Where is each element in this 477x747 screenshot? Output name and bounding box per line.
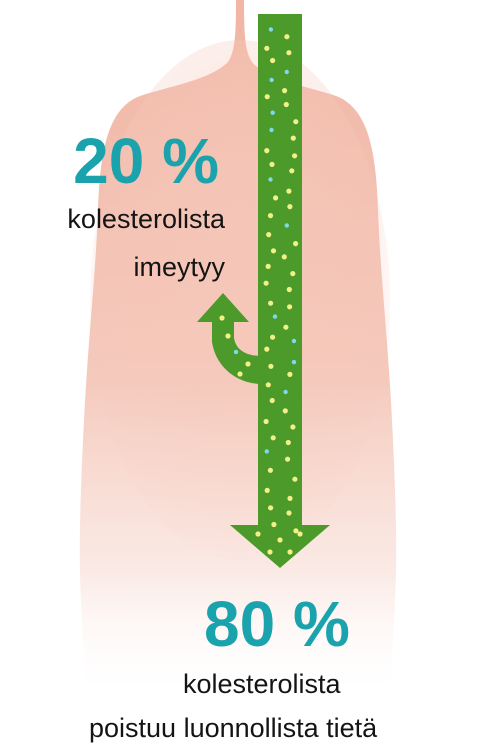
particle-yellow: [266, 232, 271, 237]
particle-blue: [283, 390, 287, 394]
particle-yellow: [292, 153, 297, 158]
particle-yellow: [285, 457, 290, 462]
particle-yellow: [245, 361, 250, 366]
particle-yellow: [270, 58, 275, 63]
particle-blue: [269, 128, 273, 132]
excreted-caption-line1: kolesterolista: [183, 671, 341, 698]
particle-blue: [285, 70, 289, 74]
particle-yellow: [283, 408, 288, 413]
particle-yellow: [268, 301, 273, 306]
particle-yellow: [264, 148, 269, 153]
particle-yellow: [287, 496, 292, 501]
particle-yellow: [283, 325, 288, 330]
particle-blue: [292, 339, 296, 343]
particle-yellow: [255, 531, 260, 536]
particle-yellow: [284, 34, 289, 39]
particle-blue: [269, 78, 273, 82]
particle-yellow: [266, 264, 271, 269]
absorbed-caption-line1: kolesterolista: [67, 206, 225, 233]
particle-blue: [292, 360, 296, 364]
particle-yellow: [225, 333, 230, 338]
absorbed-percentage: 20 %: [73, 129, 219, 193]
particle-yellow: [271, 248, 276, 253]
particle-yellow: [287, 204, 292, 209]
particle-yellow: [265, 488, 270, 493]
particle-yellow: [270, 335, 275, 340]
particle-blue: [234, 350, 238, 354]
particle-yellow: [266, 382, 271, 387]
particle-yellow: [264, 347, 269, 352]
particle-blue: [269, 27, 273, 31]
particle-yellow: [284, 102, 289, 107]
particle-yellow: [287, 372, 292, 377]
particle-yellow: [287, 304, 292, 309]
particle-blue: [265, 449, 269, 453]
particle-yellow: [286, 440, 291, 445]
particle-yellow: [264, 419, 269, 424]
particle-yellow: [267, 549, 272, 554]
particle-yellow: [293, 528, 298, 533]
particle-yellow: [292, 477, 297, 482]
particle-yellow: [290, 271, 295, 276]
particle-yellow: [289, 168, 294, 173]
particle-blue: [268, 177, 272, 181]
particle-yellow: [268, 364, 273, 369]
particle-yellow: [268, 213, 273, 218]
particle-yellow: [287, 549, 292, 554]
particle-yellow: [293, 119, 298, 124]
particle-yellow: [293, 241, 298, 246]
particle-yellow: [268, 505, 273, 510]
particle-yellow: [282, 254, 287, 259]
particle-yellow: [297, 531, 302, 536]
particle-yellow: [264, 46, 269, 51]
particle-blue: [273, 314, 277, 318]
particle-yellow: [277, 537, 282, 542]
particle-yellow: [264, 281, 269, 286]
particle-yellow: [219, 315, 224, 320]
absorbed-caption-line2: imeytyy: [133, 254, 225, 281]
particle-yellow: [290, 424, 295, 429]
particle-yellow: [265, 94, 270, 99]
particle-yellow: [291, 136, 296, 141]
particle-yellow: [273, 195, 278, 200]
excreted-caption-line2: poistuu luonnollista tietä: [89, 715, 377, 742]
particle-yellow: [286, 510, 291, 515]
particle-yellow: [271, 522, 276, 527]
particle-yellow: [287, 287, 292, 292]
particle-blue: [271, 111, 275, 115]
particle-blue: [285, 223, 289, 227]
particle-yellow: [286, 189, 291, 194]
particle-yellow: [286, 50, 291, 55]
particle-yellow: [268, 468, 273, 473]
particle-yellow: [269, 162, 274, 167]
particle-yellow: [270, 398, 275, 403]
particle-yellow: [237, 371, 242, 376]
excreted-percentage: 80 %: [204, 592, 350, 656]
particle-yellow: [271, 435, 276, 440]
particle-yellow: [282, 88, 287, 93]
